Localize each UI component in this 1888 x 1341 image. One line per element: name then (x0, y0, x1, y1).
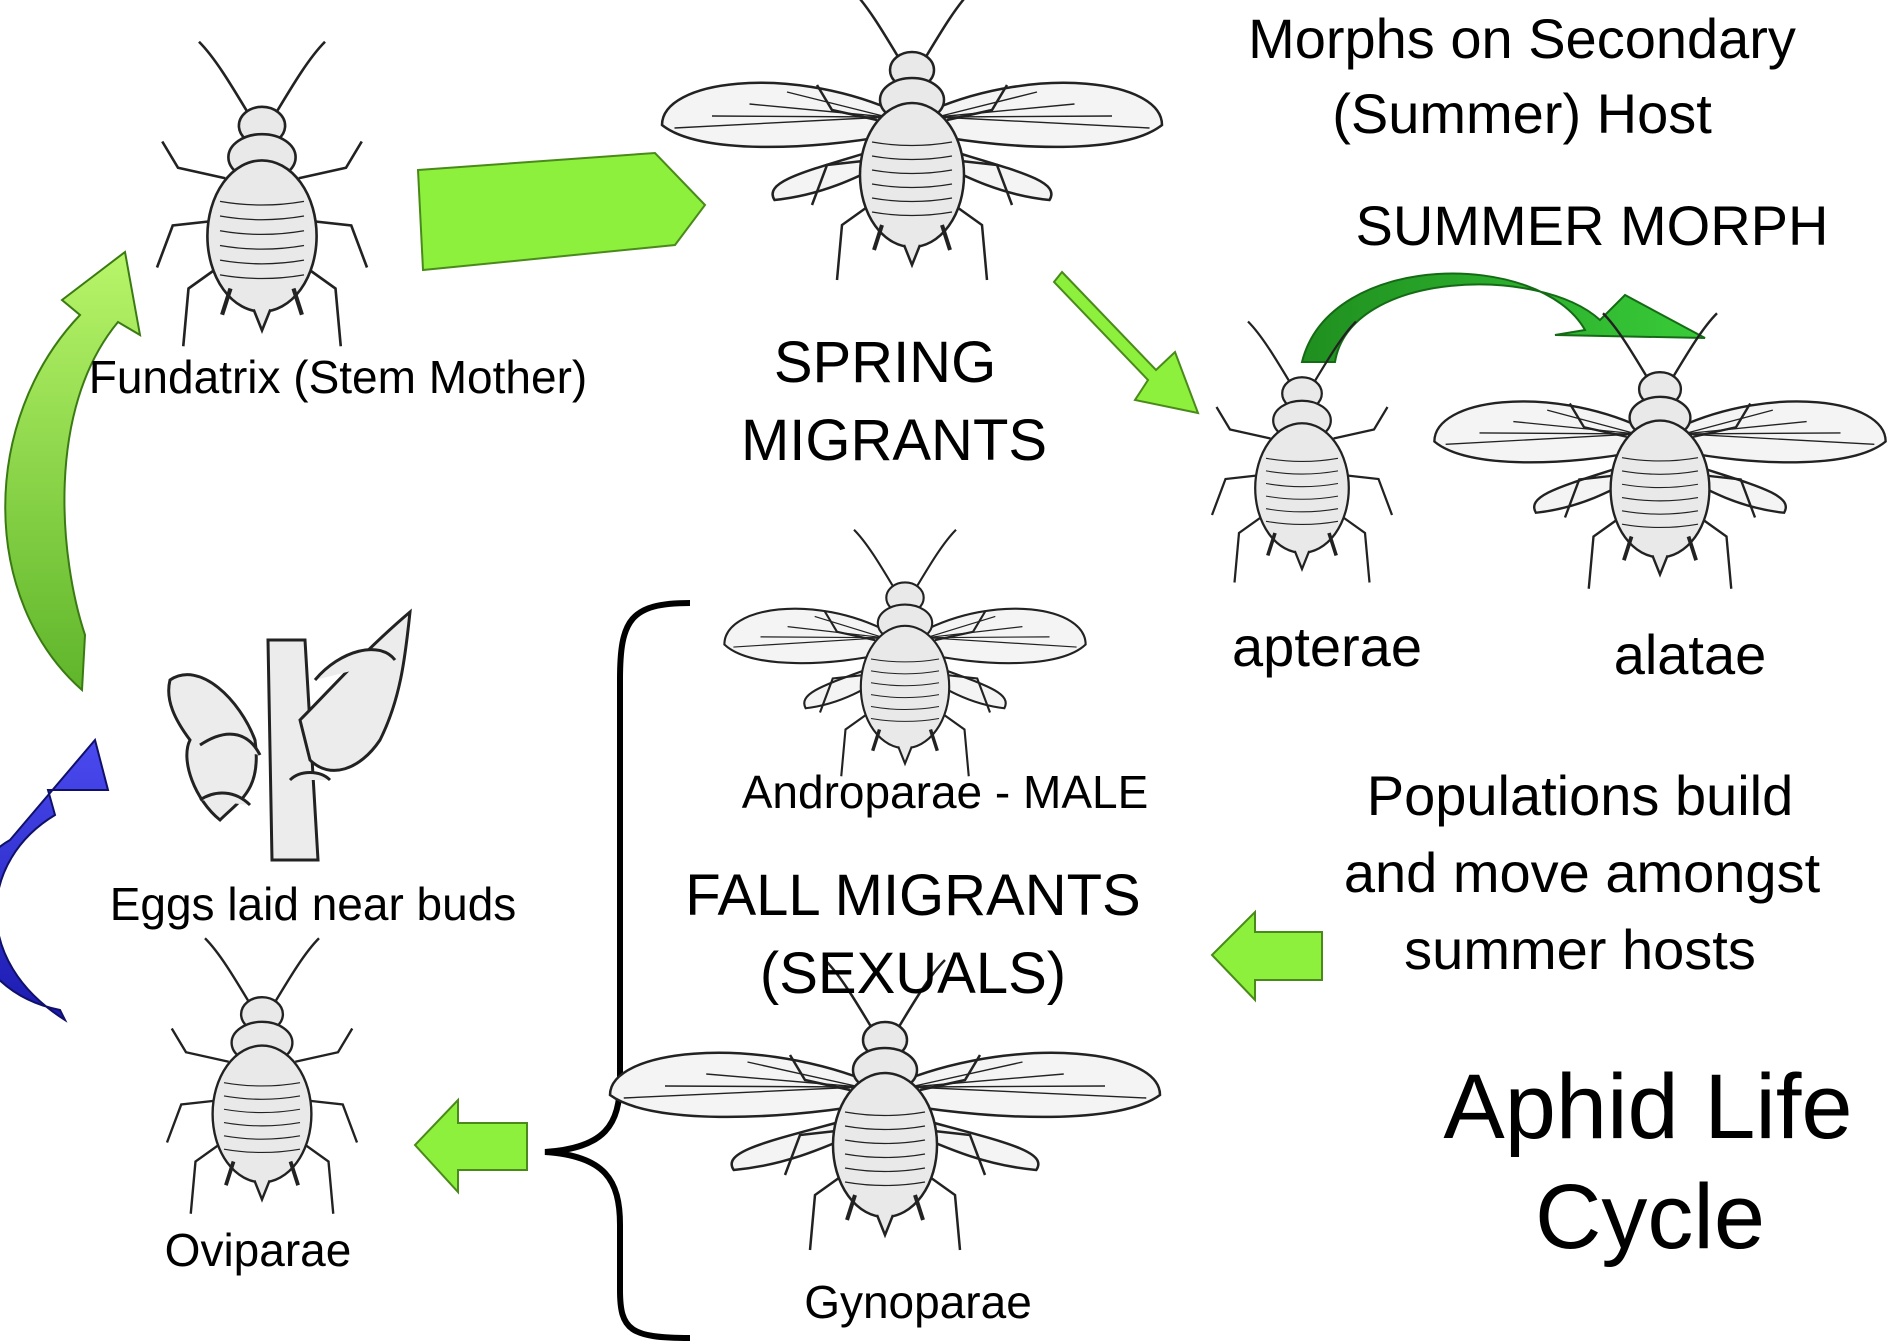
populations-line-3: summer hosts (1404, 918, 1756, 981)
fundatrix-label: Fundatrix (Stem Mother) (89, 351, 587, 403)
spring-migrant-illustration (662, 0, 1162, 280)
populations-line-2: and move amongst (1344, 841, 1821, 904)
arrow-to-spring-migrants (418, 153, 705, 270)
arrow-to-fall-migrants (1212, 912, 1322, 1000)
arrow-oviparae-to-eggs (0, 740, 108, 1020)
header-line-2: (Summer) Host (1332, 82, 1712, 145)
populations-line-1: Populations build (1367, 764, 1794, 827)
header-line-1: Morphs on Secondary (1248, 7, 1796, 70)
spring-migrants-line-1: SPRING (774, 330, 996, 395)
eggs-label: Eggs laid near buds (110, 878, 517, 930)
arrow-eggs-to-fundatrix (5, 252, 140, 690)
spring-migrants-line-2: MIGRANTS (741, 408, 1047, 473)
arrow-to-apterae (1054, 272, 1198, 413)
oviparae-illustration (167, 938, 357, 1214)
apterae-label: apterae (1232, 615, 1422, 678)
androparae-illustration (724, 530, 1085, 777)
summer-morph-label: SUMMER MORPH (1356, 194, 1829, 257)
arrow-to-oviparae (415, 1100, 527, 1192)
title-line-1: Aphid Life (1443, 1056, 1852, 1158)
arrow-summer-morph (1302, 273, 1705, 362)
androparae-label: Androparae - MALE (742, 766, 1149, 818)
fall-migrants-line-2: (SEXUALS) (760, 941, 1066, 1006)
oviparae-label: Oviparae (165, 1224, 352, 1276)
gynoparae-label: Gynoparae (804, 1276, 1032, 1328)
fall-migrants-line-1: FALL MIGRANTS (685, 863, 1141, 928)
alatae-illustration (1434, 313, 1885, 589)
alatae-label: alatae (1614, 623, 1767, 686)
sexuals-brace (545, 603, 690, 1338)
fundatrix-illustration (157, 42, 367, 347)
eggs-on-bud-illustration (169, 612, 410, 860)
title-line-2: Cycle (1535, 1166, 1765, 1268)
